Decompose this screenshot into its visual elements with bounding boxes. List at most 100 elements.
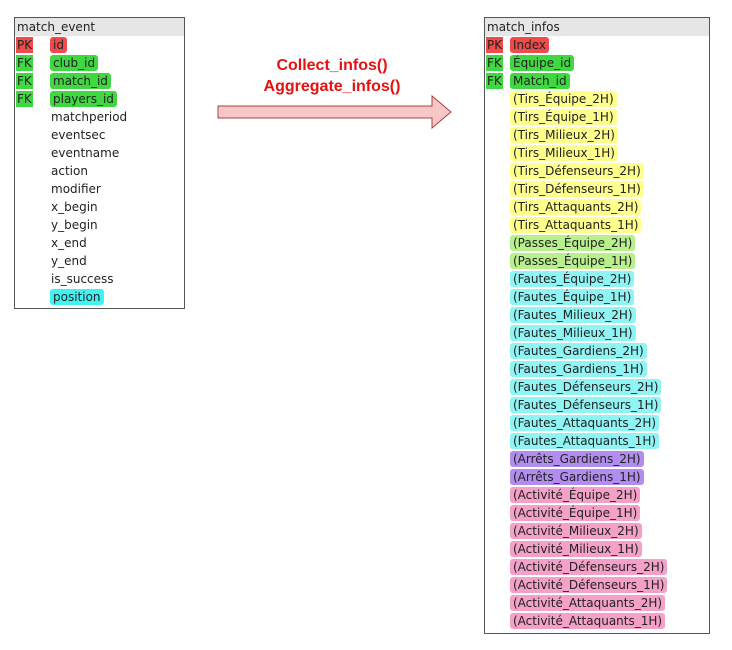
match-infos-row: (Activité_Milieux_2H) [485,522,709,540]
match-event-field: x_end [51,236,87,250]
match-event-field: is_success [51,272,114,286]
match-infos-row: (Fautes_Gardiens_1H) [485,360,709,378]
match-infos-row: (Passes_Équipe_1H) [485,252,709,270]
match-event-field: y_end [51,254,87,268]
match-infos-field: (Fautes_Attaquants_2H) [510,415,660,431]
foreign-key-badge: FK [16,91,33,107]
match-event-row: y_begin [15,216,184,234]
match-infos-row: (Passes_Équipe_2H) [485,234,709,252]
collect-infos-label: Collect_infos() [276,57,388,74]
match-infos-row: (Activité_Attaquants_2H) [485,594,709,612]
match-infos-row: (Tirs_Attaquants_1H) [485,216,709,234]
foreign-key-badge: FK [486,55,503,71]
match-event-title: match_event [15,18,184,36]
match-event-field: matchperiod [51,110,128,124]
match-infos-field: (Arrêts_Gardiens_1H) [510,469,644,485]
match-infos-field: (Fautes_Équipe_2H) [510,271,635,287]
match-infos-row: (Fautes_Attaquants_2H) [485,414,709,432]
match-infos-row: (Activité_Équipe_1H) [485,504,709,522]
match-infos-field: (Passes_Équipe_1H) [510,253,636,269]
match-infos-field: (Tirs_Attaquants_2H) [510,199,642,215]
match-event-field: match_id [50,73,111,89]
aggregate-infos-label: Aggregate_infos() [263,78,401,95]
match-event-field: y_begin [51,218,98,232]
match-infos-field: (Fautes_Défenseurs_2H) [510,379,662,395]
match-infos-row: (Fautes_Défenseurs_1H) [485,396,709,414]
match-infos-field: (Fautes_Gardiens_1H) [510,361,647,377]
match-infos-field: (Fautes_Milieux_1H) [510,325,636,341]
match-infos-field: (Tirs_Attaquants_1H) [510,217,642,233]
foreign-key-badge: FK [16,73,33,89]
match-infos-row: (Activité_Défenseurs_2H) [485,558,709,576]
match-infos-row: (Tirs_Milieux_1H) [485,144,709,162]
match-infos-row: (Fautes_Attaquants_1H) [485,432,709,450]
match-infos-row: (Activité_Milieux_1H) [485,540,709,558]
match-infos-field: (Fautes_Attaquants_1H) [510,433,660,449]
match-event-field: eventname [51,146,120,160]
match-infos-row: (Tirs_Équipe_2H) [485,90,709,108]
match-infos-row: (Fautes_Milieux_1H) [485,324,709,342]
match-infos-row: (Tirs_Équipe_1H) [485,108,709,126]
match-infos-row: FK Équipe_id [485,54,709,72]
match-event-row: PK id [15,36,184,54]
match-infos-field: Match_id [510,73,570,89]
match-infos-field: (Arrêts_Gardiens_2H) [510,451,644,467]
match-infos-row: (Fautes_Défenseurs_2H) [485,378,709,396]
match-event-row: is_success [15,270,184,288]
match-event-row: eventsec [15,126,184,144]
match-infos-field: (Tirs_Défenseurs_2H) [510,163,644,179]
match-infos-row: (Activité_Équipe_2H) [485,486,709,504]
match-event-field: eventsec [51,128,106,142]
match-infos-field: (Activité_Équipe_2H) [510,487,641,503]
match-event-row: position [15,288,184,306]
match-event-field: position [50,289,104,305]
match-infos-field: (Fautes_Gardiens_2H) [510,343,647,359]
match-event-row: y_end [15,252,184,270]
match-infos-row: (Activité_Attaquants_1H) [485,612,709,630]
match-infos-row: (Fautes_Gardiens_2H) [485,342,709,360]
match-infos-field: (Tirs_Équipe_1H) [510,109,617,125]
match-infos-field: (Activité_Attaquants_1H) [510,613,666,629]
primary-key-badge: PK [16,37,34,53]
match-event-row: eventname [15,144,184,162]
match-infos-field: (Tirs_Milieux_1H) [510,145,618,161]
match-infos-field: (Tirs_Défenseurs_1H) [510,181,644,197]
match-event-row: modifier [15,180,184,198]
match-infos-field: (Activité_Attaquants_2H) [510,595,666,611]
match-infos-row: (Activité_Défenseurs_1H) [485,576,709,594]
primary-key-badge: PK [486,37,504,53]
match-infos-row: (Tirs_Défenseurs_1H) [485,180,709,198]
match-event-field: modifier [51,182,101,196]
match-event-row: x_begin [15,198,184,216]
match-event-field: x_begin [51,200,98,214]
match-infos-field: (Passes_Équipe_2H) [510,235,636,251]
match-infos-field: Index [510,37,550,53]
match-event-row: x_end [15,234,184,252]
match-infos-row: (Tirs_Attaquants_2H) [485,198,709,216]
match-infos-title: match_infos [485,18,709,36]
match-infos-row: (Tirs_Milieux_2H) [485,126,709,144]
match-infos-field: (Activité_Équipe_1H) [510,505,641,521]
match-event-row: action [15,162,184,180]
match-infos-field: (Activité_Défenseurs_1H) [510,577,668,593]
match-infos-row: (Fautes_Milieux_2H) [485,306,709,324]
match-event-field: id [50,37,67,53]
match-infos-row: (Arrêts_Gardiens_1H) [485,468,709,486]
match-event-field: club_id [50,55,99,71]
match-infos-field: (Fautes_Milieux_2H) [510,307,636,323]
match-infos-field: (Tirs_Milieux_2H) [510,127,618,143]
match-event-row: FK match_id [15,72,184,90]
match-infos-field: (Tirs_Équipe_2H) [510,91,617,107]
match-infos-field: (Activité_Défenseurs_2H) [510,559,668,575]
match-infos-field: Équipe_id [510,55,575,71]
match-event-field: action [51,164,88,178]
match-infos-row: (Arrêts_Gardiens_2H) [485,450,709,468]
